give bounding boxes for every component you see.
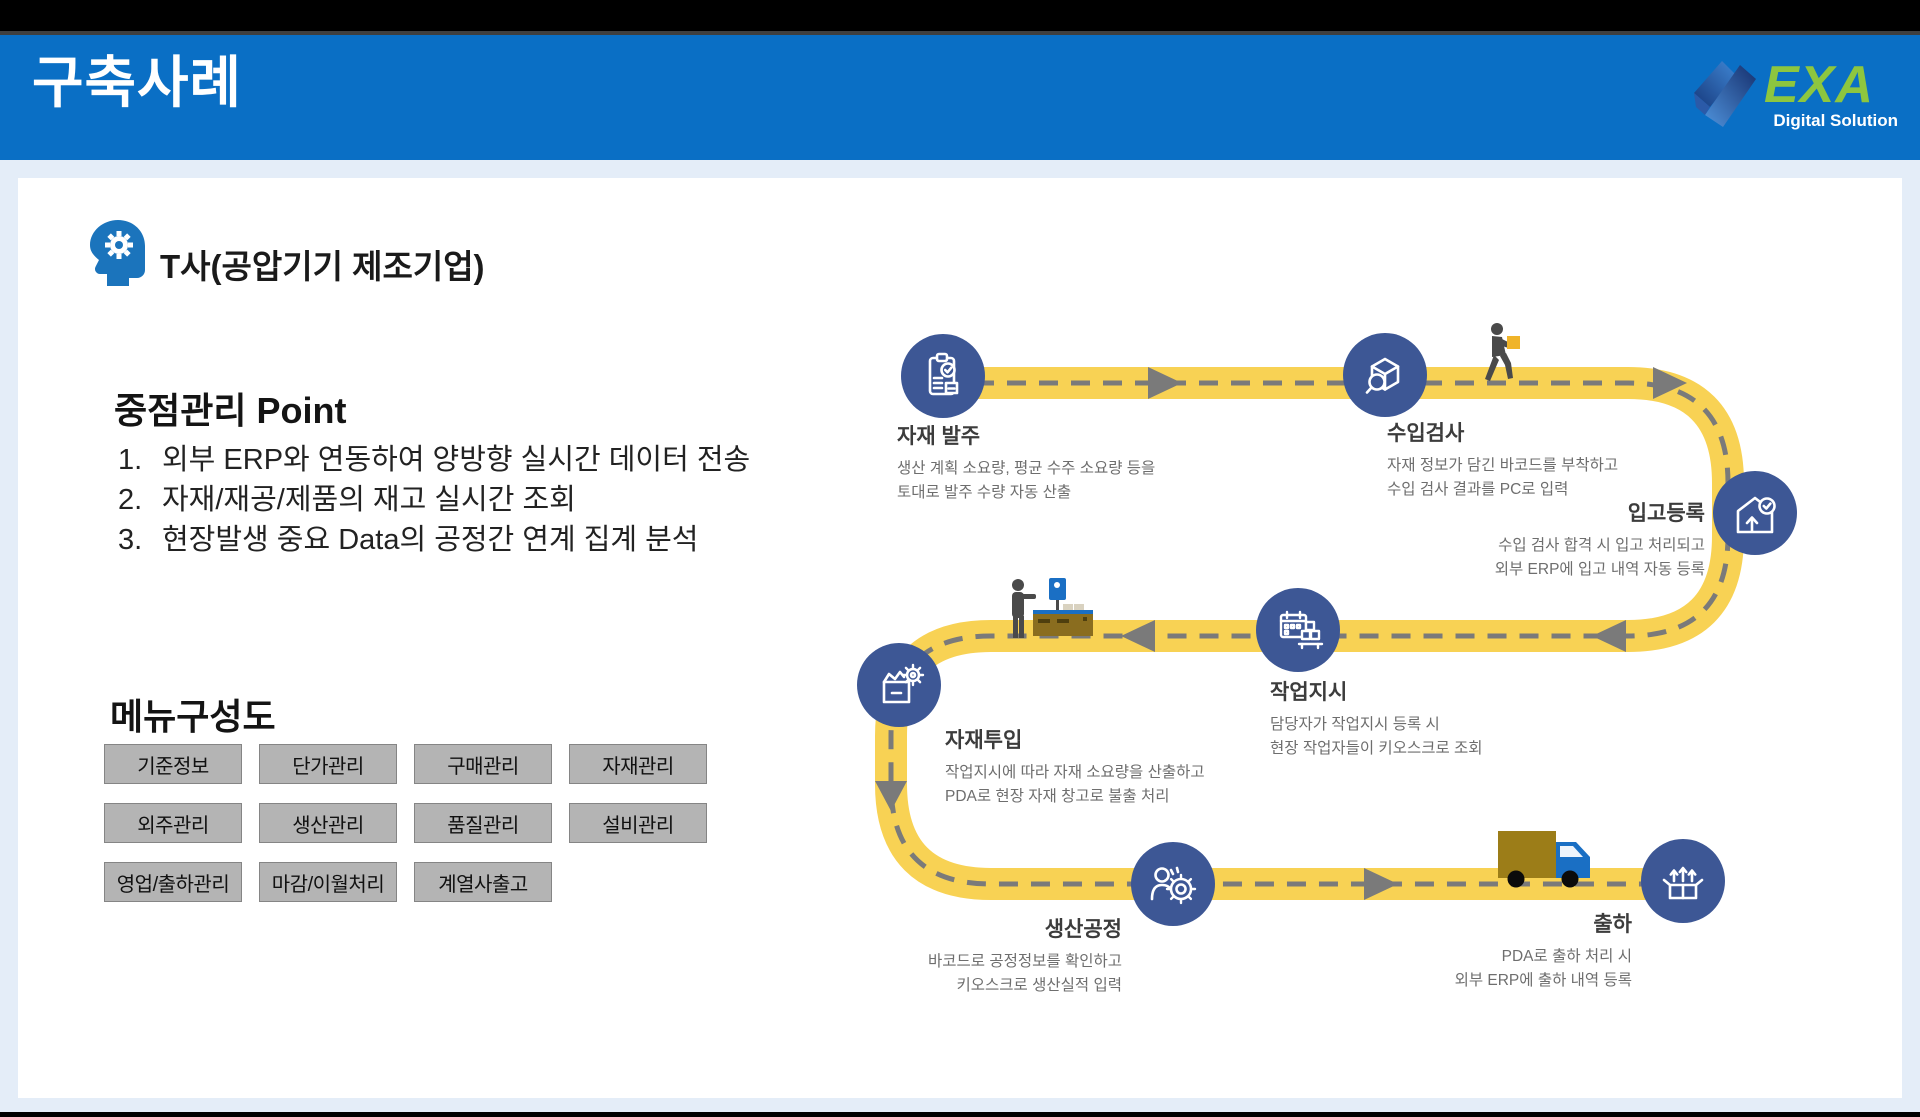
menu-button-계열사출고[interactable]: 계열사출고 [414, 862, 552, 902]
list-item-number: 2. [118, 484, 143, 516]
menu-map-heading: 메뉴구성도 [110, 696, 276, 737]
step-description: 자재 정보가 담긴 바코드를 부착하고 수입 검사 결과를 PC로 입력 [1387, 457, 1619, 499]
step-description: 수입 검사 합격 시 입고 처리되고 외부 ERP에 입고 내역 자동 등록 [1494, 537, 1705, 579]
key-points-heading: 중점관리 Point [114, 390, 347, 431]
step-출하: 출하 PDA로 출하 처리 시 외부 ERP에 출하 내역 등록 [1455, 908, 1632, 993]
step-name: 출하 [1593, 913, 1632, 936]
exa-logo-mark-icon [1694, 61, 1756, 127]
brain-gear-icon [90, 220, 145, 286]
step-description: 담당자가 작업지시 등록 시 현장 작업자들이 키오스크로 조회 [1270, 716, 1483, 758]
step-생산공정: 생산공정 바코드로 공정정보를 확인하고 키오스크로 생산실적 입력 [928, 913, 1122, 998]
step-작업지시: 작업지시 담당자가 작업지시 등록 시 현장 작업자들이 키오스크로 조회 [1270, 676, 1483, 761]
step-name: 자재투입 [945, 729, 1023, 752]
exa-logo: EXA Digital Solution [1692, 53, 1902, 145]
node-작업지시 [1256, 588, 1340, 672]
warehouse-check-icon [1736, 496, 1776, 534]
step-자재발주: 자재 발주 생산 계획 소요량, 평균 수주 소요량 등을 토대로 발주 수량 … [897, 420, 1155, 505]
box-arrows-up-icon [1662, 866, 1704, 900]
client-heading-row: T사(공압기기 제조기업) [83, 218, 485, 288]
step-description: 바코드로 공정정보를 확인하고 키오스크로 생산실적 입력 [928, 953, 1122, 995]
menu-grid: 기준정보 단가관리 구매관리 자재관리 외주관리 생산관리 품질관리 설비관리 … [104, 744, 708, 902]
menu-button-생산관리[interactable]: 생산관리 [259, 803, 397, 843]
top-letterbox-bar [0, 0, 1920, 31]
step-name: 입고등록 [1627, 502, 1705, 525]
step-입고등록: 입고등록 수입 검사 합격 시 입고 처리되고 외부 ERP에 입고 내역 자동… [1495, 497, 1705, 582]
list-item: 3. 현장발생 중요 Data의 공정간 연계 집계 분석 [118, 520, 750, 560]
workbench-figure [1012, 578, 1093, 638]
box-search-icon [1365, 357, 1400, 394]
menu-button-단가관리[interactable]: 단가관리 [259, 744, 397, 784]
node-입고등록 [1713, 471, 1797, 555]
menu-button-외주관리[interactable]: 외주관리 [104, 803, 242, 843]
list-item-number: 3. [118, 524, 143, 556]
menu-button-구매관리[interactable]: 구매관리 [414, 744, 552, 784]
calendar-pallet-icon [1279, 610, 1324, 650]
truck-figure [1498, 831, 1590, 888]
node-자재발주 [901, 334, 985, 418]
node-수입검사 [1343, 333, 1427, 417]
page-title: 구축사례 [32, 51, 243, 114]
list-item-text: 자재/재공/제품의 재고 실시간 조회 [162, 484, 576, 516]
person-gear-icon [1150, 866, 1197, 905]
node-출하 [1641, 839, 1725, 923]
list-item-text: 외부 ERP와 연동하여 양방향 실시간 데이터 전송 [162, 444, 751, 476]
slide-header: 구축사례 EXA Digital Solution [0, 35, 1920, 160]
clipboard-check-icon [928, 352, 959, 396]
node-생산공정 [1131, 842, 1215, 926]
list-item-text: 현장발생 중요 Data의 공정간 연계 집계 분석 [162, 524, 699, 556]
list-item-number: 1. [118, 444, 143, 476]
list-item: 2. 자재/재공/제품의 재고 실시간 조회 [118, 480, 750, 520]
client-title: T사(공압기기 제조기업) [160, 248, 485, 285]
step-name: 작업지시 [1270, 681, 1348, 704]
menu-button-영업출하관리[interactable]: 영업/출하관리 [104, 862, 242, 902]
step-수입검사: 수입검사 자재 정보가 담긴 바코드를 부착하고 수입 검사 결과를 PC로 입… [1387, 417, 1618, 502]
step-description: PDA로 출하 처리 시 외부 ERP에 출하 내역 등록 [1454, 948, 1632, 990]
menu-button-마감이월처리[interactable]: 마감/이월처리 [259, 862, 397, 902]
step-name: 자재 발주 [897, 425, 981, 448]
exa-logo-subtext: Digital Solution [1773, 111, 1898, 130]
walking-worker-figure [1485, 323, 1520, 381]
step-name: 수입검사 [1387, 422, 1465, 445]
key-points-list: 1. 외부 ERP와 연동하여 양방향 실시간 데이터 전송 2. 자재/재공/… [118, 440, 750, 560]
step-description: 생산 계획 소요량, 평균 수주 소요량 등을 토대로 발주 수량 자동 산출 [897, 460, 1156, 502]
header-top-divider [0, 31, 1920, 35]
node-자재투입 [857, 643, 941, 727]
step-name: 생산공정 [1044, 918, 1122, 941]
menu-button-자재관리[interactable]: 자재관리 [569, 744, 707, 784]
bottom-letterbox-bar [0, 1112, 1920, 1117]
menu-button-기준정보[interactable]: 기준정보 [104, 744, 242, 784]
step-description: 작업지시에 따라 자재 소요량을 산출하고 PDA로 현장 자재 창고로 불출 … [945, 764, 1205, 806]
menu-button-설비관리[interactable]: 설비관리 [569, 803, 707, 843]
menu-button-품질관리[interactable]: 품질관리 [414, 803, 552, 843]
list-item: 1. 외부 ERP와 연동하여 양방향 실시간 데이터 전송 [118, 440, 750, 480]
box-gear-icon [882, 663, 925, 704]
exa-logo-text: EXA [1764, 56, 1874, 114]
step-자재투입: 자재투입 작업지시에 따라 자재 소요량을 산출하고 PDA로 현장 자재 창고… [945, 724, 1205, 809]
